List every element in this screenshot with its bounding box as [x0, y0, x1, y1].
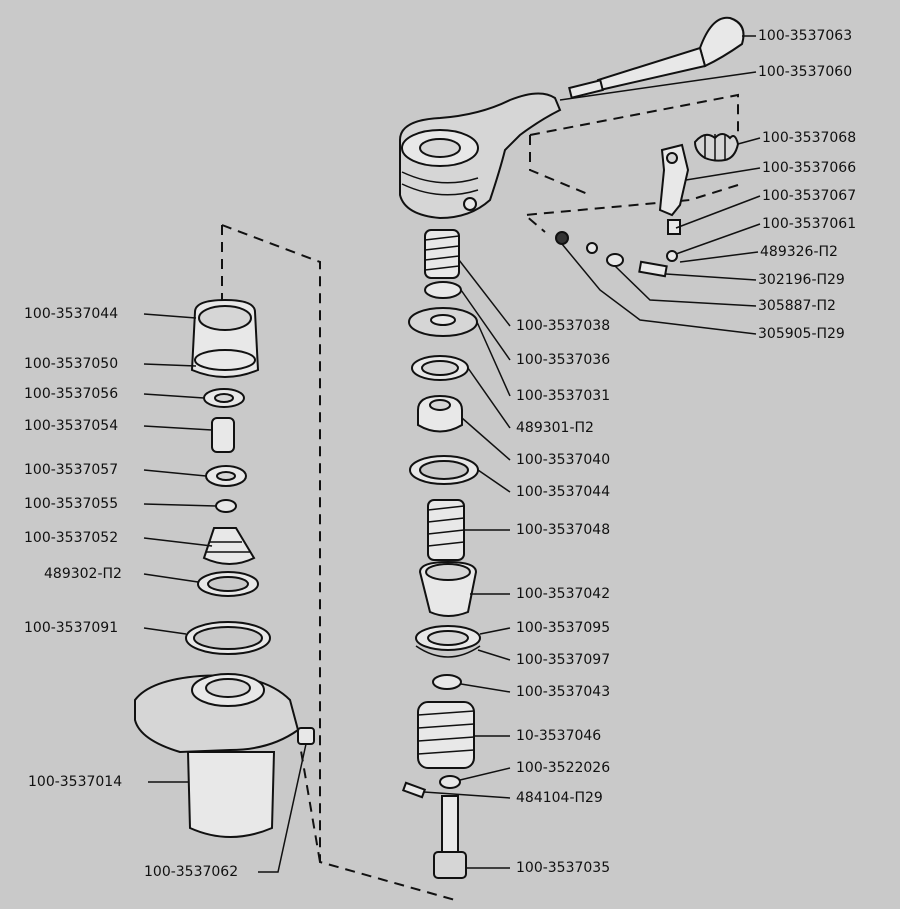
left-stack: [134, 298, 315, 838]
part-label: 100-3537040: [516, 452, 611, 468]
part-label: 100-3537031: [516, 388, 611, 404]
part-label: 100-3537067: [762, 188, 857, 204]
part-label: 100-3537042: [516, 586, 611, 602]
part-label: 100-3522026: [516, 760, 611, 776]
part-label: 100-3537043: [516, 684, 611, 700]
part-label: 100-3537060: [758, 64, 853, 80]
part-label: 489326-П2: [760, 244, 838, 260]
part-label: 305905-П29: [758, 326, 845, 342]
handle-grip: [568, 16, 745, 99]
part-label: 100-3537095: [516, 620, 611, 636]
part-label: 100-3537055: [24, 496, 119, 512]
part-label: 100-3537063: [758, 28, 853, 44]
part-label: 100-3537061: [762, 216, 857, 232]
part-label: 100-3537038: [516, 318, 611, 334]
part-label: 100-3537068: [762, 130, 857, 146]
part-label: 100-3537091: [24, 620, 119, 636]
part-label: 489302-П2: [44, 566, 122, 582]
leader-lines: [143, 35, 761, 873]
lever-housing: [399, 92, 562, 220]
part-label: 484104-П29: [516, 790, 603, 806]
part-label: 302196-П29: [758, 272, 845, 288]
part-label: 100-3537036: [516, 352, 611, 368]
part-label: 100-3537044: [24, 306, 119, 322]
part-label: 100-3537056: [24, 386, 119, 402]
center-stack: [401, 229, 481, 879]
part-label: 100-3537035: [516, 860, 611, 876]
part-label: 10-3537046: [516, 728, 602, 744]
part-label: 100-3537097: [516, 652, 611, 668]
spring-small: [693, 133, 740, 162]
part-label: 100-3537014: [28, 774, 123, 790]
part-label: 100-3537050: [24, 356, 119, 372]
pivot-bracket: [658, 143, 690, 235]
part-label: 100-3537048: [516, 522, 611, 538]
small-fasteners: [555, 231, 678, 278]
part-label: 100-3537062: [144, 864, 239, 880]
part-label: 100-3537052: [24, 530, 119, 546]
part-label: 489301-П2: [516, 420, 594, 436]
part-label: 100-3537057: [24, 462, 119, 478]
part-label: 100-3537044: [516, 484, 611, 500]
part-label: 305887-П2: [758, 298, 836, 314]
part-label: 100-3537066: [762, 160, 857, 176]
part-label: 100-3537054: [24, 418, 119, 434]
